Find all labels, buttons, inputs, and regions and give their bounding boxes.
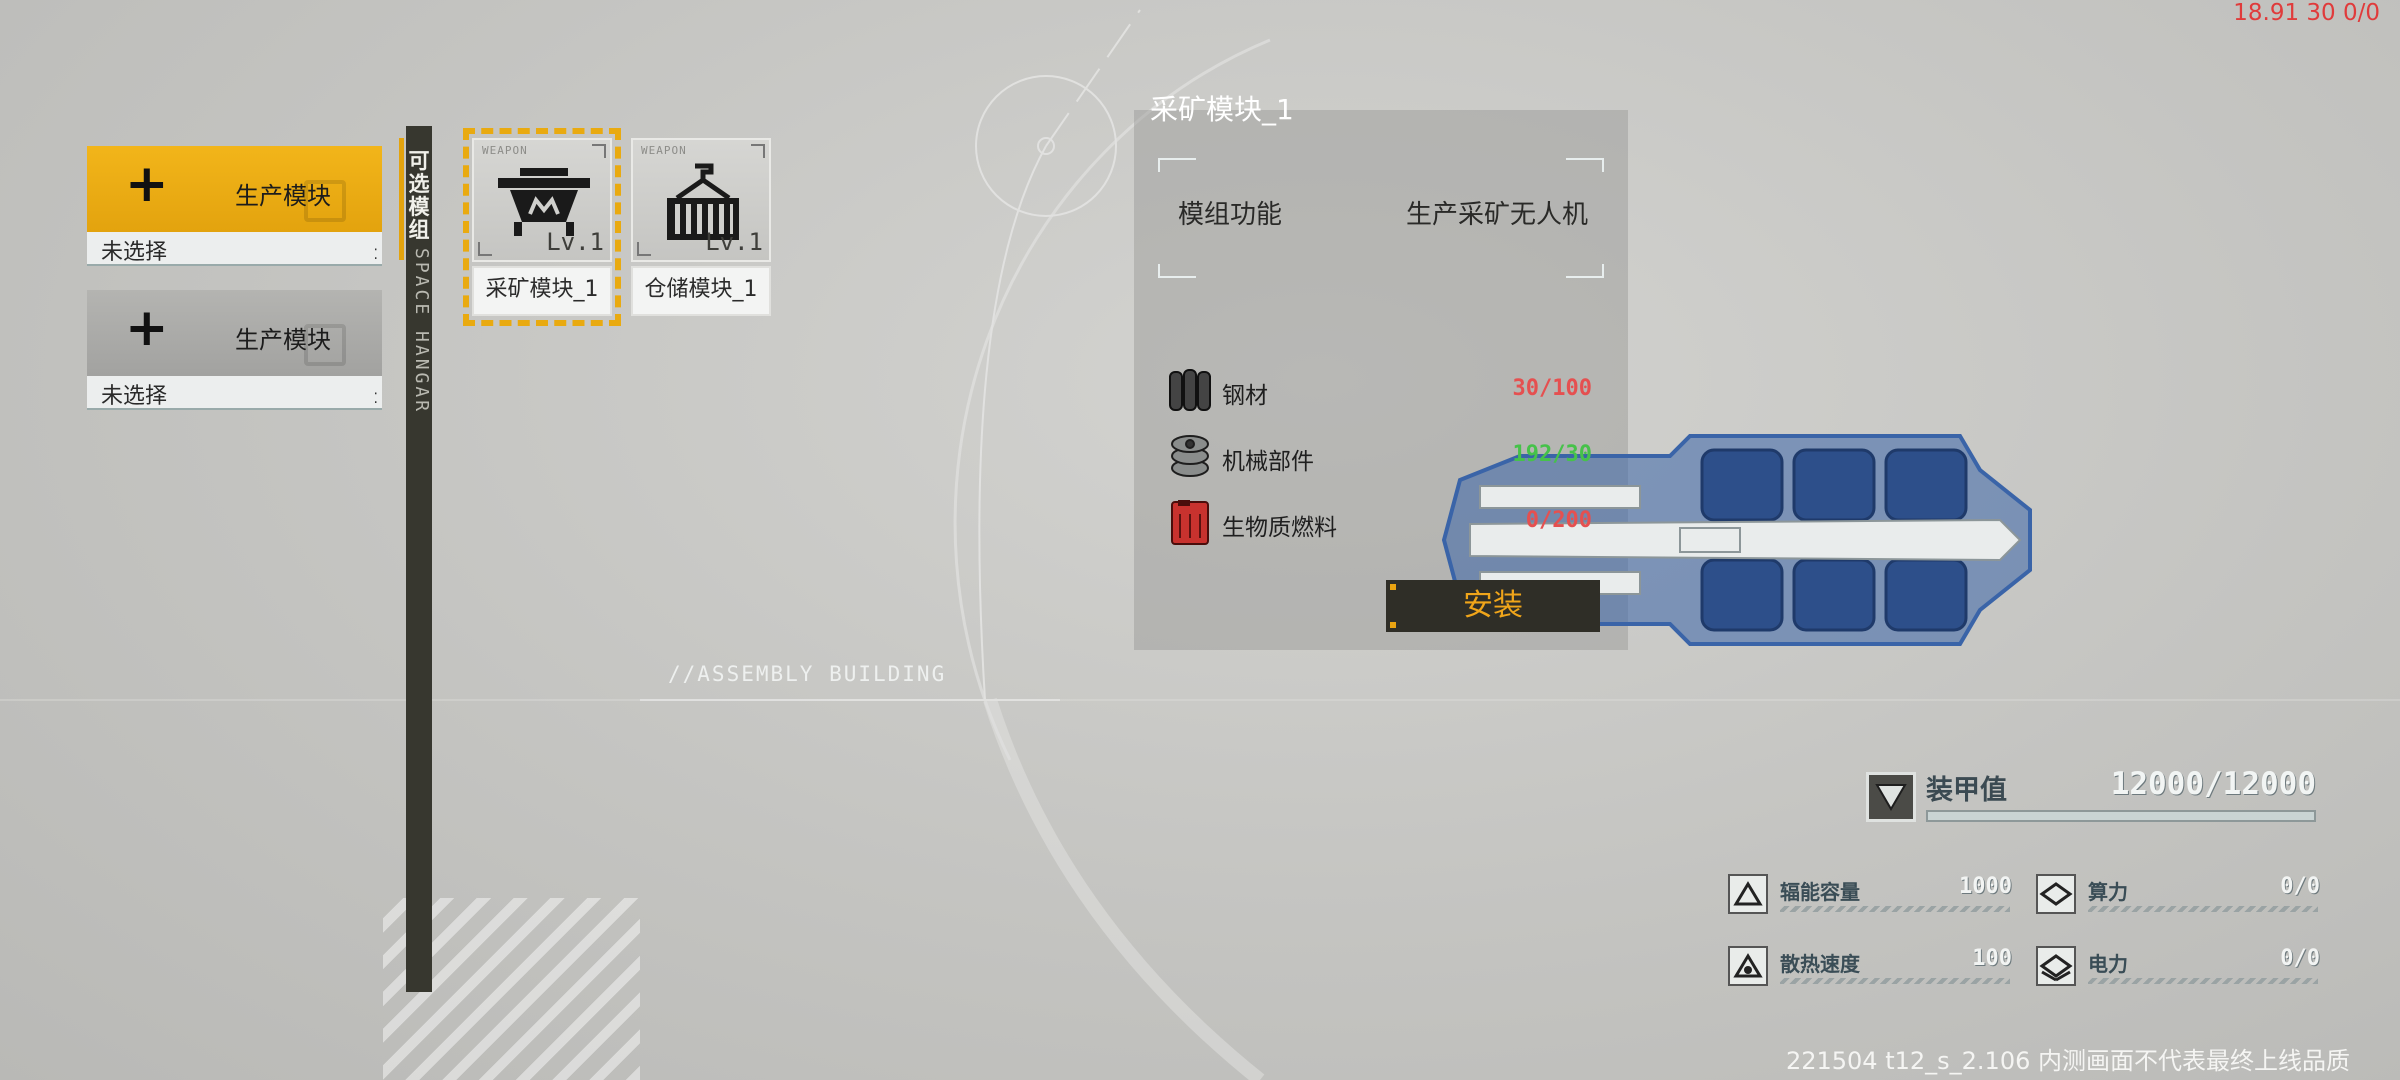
- module-level: Lv.1: [546, 228, 604, 256]
- compute-icon: [2036, 874, 2076, 914]
- add-icon: +: [125, 298, 169, 358]
- detail-title: 采矿模块_1: [1150, 93, 1294, 126]
- more-icon: ⁚: [373, 391, 378, 407]
- armor-bar: [1926, 810, 2316, 822]
- corner-mark: [1566, 264, 1604, 278]
- build-info: 221504 t12_s_2.106 内测画面不代表最终上线品质: [1785, 1047, 2350, 1075]
- corner-mark: [478, 242, 492, 256]
- fuel-canister-icon: [1171, 500, 1209, 545]
- corner-mark: [751, 144, 765, 158]
- resource-value: 0/200: [1525, 508, 1592, 533]
- resource-value: 192/30: [1512, 442, 1592, 467]
- corner-mark: [592, 144, 606, 158]
- armor-value: 12000/12000: [2110, 766, 2316, 802]
- assembly-building-label: //ASSEMBLY BUILDING: [668, 662, 947, 686]
- slot-watermark-icon: [304, 180, 346, 222]
- corner-mark: [1566, 158, 1604, 172]
- module-card-face: WEAPON Lv.1: [472, 138, 612, 262]
- tab-label-char: 模: [408, 195, 430, 219]
- resource-name: 机械部件: [1222, 449, 1314, 475]
- storage-container-icon: [667, 163, 739, 240]
- armor-bar-fill: [1928, 812, 2314, 820]
- function-key: 模组功能: [1178, 200, 1283, 230]
- module-tag: WEAPON: [482, 144, 528, 157]
- module-name: 采矿模块_1: [472, 266, 612, 316]
- stat-divider: [1780, 906, 2010, 912]
- steel-pipes-icon: [1169, 369, 1211, 411]
- tab-label-char: 选: [408, 172, 430, 196]
- stat-heat-dissipation: 散热速度 100: [1728, 946, 2018, 990]
- resource-value: 30/100: [1512, 376, 1592, 401]
- stat-label: 算力: [2088, 880, 2128, 904]
- gear-parts-icon: [1171, 435, 1209, 477]
- module-card-storage[interactable]: WEAPON Lv.1 仓储模块_1: [631, 138, 771, 316]
- slot-status: 未选择: [101, 384, 168, 409]
- slot-title: 生产模块: [235, 182, 331, 210]
- stat-compute: 算力 0/0: [2036, 874, 2326, 918]
- power-icon: [2036, 946, 2076, 986]
- stat-value: 100: [1972, 946, 2012, 971]
- module-card-face: WEAPON Lv.1: [631, 138, 771, 262]
- module-tag: WEAPON: [641, 144, 687, 157]
- stat-divider: [1780, 978, 2010, 984]
- tab-label-char: 可: [408, 149, 430, 173]
- resource-name: 生物质燃料: [1222, 515, 1337, 541]
- tab-accent: [399, 138, 404, 260]
- armor-shield-icon: [1866, 772, 1916, 822]
- module-card-mining[interactable]: WEAPON Lv.1 采矿模块_1: [472, 138, 612, 316]
- stat-value: 0/0: [2280, 946, 2320, 971]
- module-name: 仓储模块_1: [631, 266, 771, 316]
- function-value: 生产采矿无人机: [1405, 200, 1588, 230]
- slot-header: + 生产模块: [87, 146, 382, 232]
- module-function-box: 模组功能 生产采矿无人机: [1158, 158, 1604, 278]
- slot-header: + 生产模块: [87, 290, 382, 376]
- slot-status-bar: 未选择 ⁚: [87, 376, 382, 410]
- module-level: Lv.1: [705, 228, 763, 256]
- stat-label: 电力: [2088, 952, 2128, 976]
- module-list-sidebar: [406, 126, 432, 992]
- slot-status-bar: 未选择 ⁚: [87, 232, 382, 266]
- stat-power: 电力 0/0: [2036, 946, 2326, 990]
- heat-dissipation-icon: [1728, 946, 1768, 986]
- stat-label: 散热速度: [1780, 952, 1860, 976]
- stat-value: 0/0: [2280, 874, 2320, 899]
- space-hangar-label: SPACE HANGAR: [411, 248, 432, 415]
- energy-capacity-icon: [1728, 874, 1768, 914]
- stat-value: 1000: [1959, 874, 2012, 899]
- fps-counter: 18.91 30 0/0: [2233, 0, 2380, 26]
- resource-name: 钢材: [1222, 383, 1268, 409]
- resource-row-mech-parts: 机械部件 192/30: [1168, 432, 1592, 482]
- corner-mark: [1158, 158, 1196, 172]
- install-button[interactable]: 安装: [1386, 580, 1600, 632]
- production-slot-1[interactable]: + 生产模块 未选择 ⁚: [87, 146, 382, 266]
- selected-card-highlight: [463, 128, 621, 326]
- mining-drone-icon: [498, 168, 590, 236]
- add-icon: +: [125, 154, 169, 214]
- armor-label: 装甲值: [1926, 775, 2007, 806]
- slot-watermark-icon: [304, 324, 346, 366]
- tab-label-char: 组: [408, 218, 430, 242]
- tab-available-modules[interactable]: 可选模组: [406, 150, 432, 242]
- resource-row-biofuel: 生物质燃料 0/200: [1168, 498, 1592, 548]
- more-icon: ⁚: [373, 247, 378, 263]
- production-slot-2[interactable]: + 生产模块 未选择 ⁚: [87, 290, 382, 410]
- corner-mark: [1158, 264, 1196, 278]
- stat-energy-capacity: 辐能容量 1000: [1728, 874, 2018, 918]
- stat-divider: [2088, 978, 2318, 984]
- stat-divider: [2088, 906, 2318, 912]
- resource-row-steel: 钢材 30/100: [1168, 366, 1592, 416]
- stat-label: 辐能容量: [1780, 880, 1860, 904]
- corner-mark: [637, 242, 651, 256]
- slot-status: 未选择: [101, 240, 168, 265]
- slot-title: 生产模块: [235, 326, 331, 354]
